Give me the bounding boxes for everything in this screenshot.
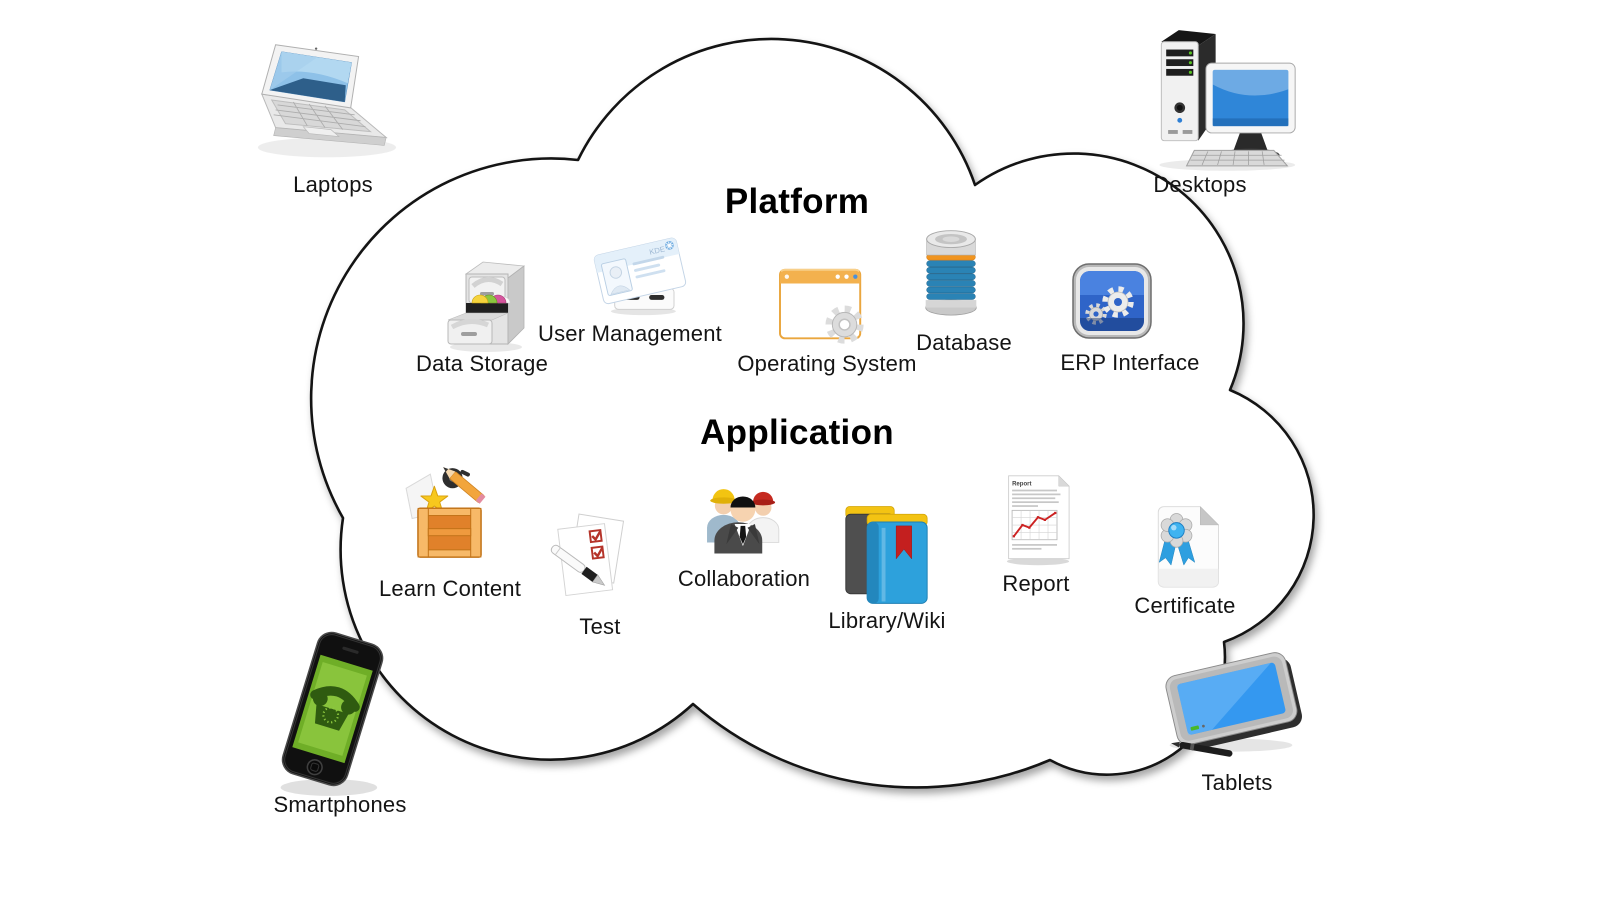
pencil-icon: [443, 467, 486, 504]
device-laptops: [246, 36, 404, 166]
item-certificate: [1140, 498, 1224, 592]
device-label-desktops: Desktops: [1153, 172, 1247, 197]
checklist-pen-icon: [550, 513, 625, 597]
device-tablets: [1152, 652, 1310, 764]
window-gear-icon: [779, 268, 864, 344]
item-test: [540, 512, 644, 610]
item-collaboration: [696, 466, 788, 560]
item-label-learn-content: Learn Content: [378, 576, 522, 601]
stylus-icon: [1171, 741, 1233, 757]
item-label-operating-system: Operating System: [737, 351, 917, 376]
report-title-text: Report: [1012, 481, 1031, 487]
desktop-computer-icon: [1159, 30, 1296, 171]
large-gear-icon: [1102, 286, 1134, 318]
item-library-wiki: [840, 500, 932, 608]
smartphone-icon: [280, 631, 384, 796]
item-label-collaboration: Collaboration: [677, 566, 811, 591]
card-brand-text: KDE: [648, 244, 665, 256]
books-icon: [845, 506, 928, 604]
device-smartphones: [268, 630, 394, 798]
item-label-library-wiki: Library/Wiki: [828, 608, 946, 633]
gears-app-icon: [1072, 263, 1152, 339]
device-desktops: [1140, 26, 1300, 172]
award-ribbon-icon: [1158, 513, 1196, 566]
item-label-user-management: User Management: [538, 321, 722, 346]
gear-icon: [825, 305, 864, 344]
chart-document-icon: Report: [1006, 475, 1070, 566]
crate-tools-icon: [405, 467, 486, 558]
item-data-storage: [436, 252, 536, 352]
item-report: Report: [1000, 468, 1076, 570]
item-label-report: Report: [1002, 571, 1070, 596]
item-learn-content: [396, 460, 502, 566]
item-operating-system: [776, 262, 874, 352]
item-label-test: Test: [579, 614, 621, 639]
database-cylinder-icon: [925, 230, 977, 316]
item-label-data-storage: Data Storage: [415, 351, 549, 376]
device-label-laptops: Laptops: [293, 172, 373, 197]
item-label-certificate: Certificate: [1134, 593, 1236, 618]
tablet-stylus-icon: [1165, 652, 1302, 757]
item-user-management: KDE: [586, 230, 696, 318]
device-label-tablets: Tablets: [1201, 770, 1273, 795]
item-label-database: Database: [916, 330, 1012, 355]
device-label-smartphones: Smartphones: [273, 792, 407, 817]
section-title-platform: Platform: [724, 182, 870, 221]
item-label-erp-interface: ERP Interface: [1060, 350, 1200, 375]
item-database: [913, 226, 989, 316]
id-card-icon: KDE: [593, 237, 687, 316]
item-erp-interface: [1070, 262, 1154, 342]
section-title-application: Application: [700, 413, 894, 452]
pen-icon: [550, 544, 606, 586]
laptop-icon: [257, 44, 397, 158]
people-group-icon: [707, 489, 780, 554]
ribbon-document-icon: [1157, 506, 1220, 588]
file-cabinet-icon: [447, 261, 526, 352]
small-gear-icon: [1085, 303, 1107, 325]
